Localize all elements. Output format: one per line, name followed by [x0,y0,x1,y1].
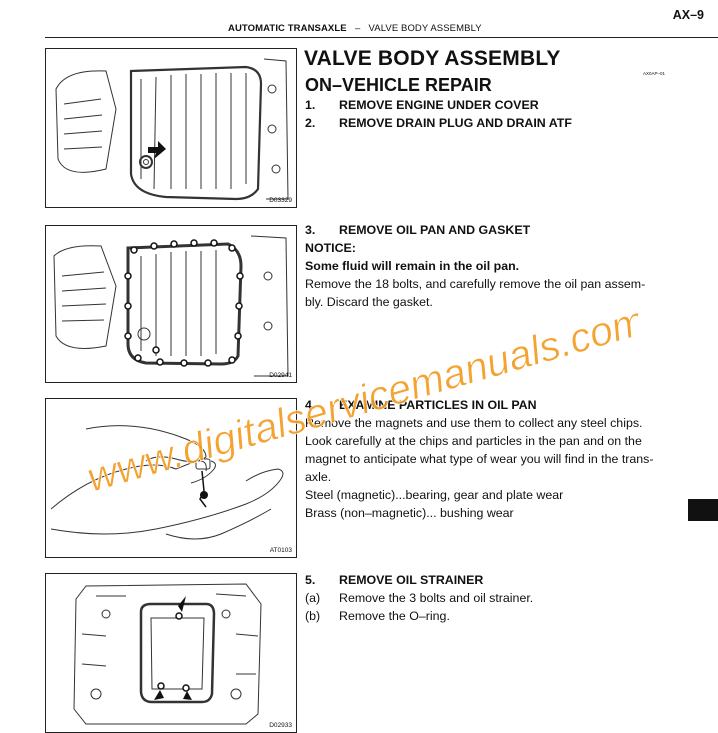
notice-label: NOTICE: [305,241,356,255]
header-section: AUTOMATIC TRANSAXLE [228,23,347,34]
hand-magnet-illustration [50,425,284,540]
notice-text: Some fluid will remain in the oil pan. [305,259,520,273]
step-4: 4.EXAMINE PARTICLES IN OIL PAN [305,398,537,412]
arrow-icon [183,691,192,700]
drain-plug-illustration [55,58,289,201]
step-1: 1.REMOVE ENGINE UNDER COVER [305,98,539,112]
step-4-body: Remove the magnets and use them to colle… [305,416,654,520]
header-rule [45,37,718,38]
step-2: 2.REMOVE DRAIN PLUG AND DRAIN ATF [305,116,572,130]
figure-oil-strainer: D02933 [45,573,297,733]
running-header: AUTOMATIC TRANSAXLE – VALVE BODY ASSEMBL… [228,23,482,34]
step-5: 5.REMOVE OIL STRAINER [305,573,484,587]
reference-code: AX0AP–01 [643,71,666,76]
figure-oil-pan: D02941 [45,225,297,383]
step-3: 3.REMOVE OIL PAN AND GASKET [305,223,531,237]
figure-magnet-hand: AT0103 [45,398,297,558]
oil-strainer-illustration [73,583,262,725]
figure-code: D02933 [269,722,292,729]
figure-code: D03329 [269,197,292,204]
arrow-icon [178,596,186,612]
arrow-icon [154,690,164,700]
step-5-item-a: (a)Remove the 3 bolts and oil strainer. [305,591,534,605]
step-3-body: Remove the 18 bolts, and carefully remov… [305,277,646,309]
section-tab [688,499,718,521]
page-subtitle: ON–VEHICLE REPAIR [305,75,492,95]
figure-code: AT0103 [269,547,292,554]
page-title: VALVE BODY ASSEMBLY [304,47,561,70]
figure-drain-plug: D03329 [45,48,297,208]
header-separator: – [354,23,361,34]
figure-code: D02941 [269,372,292,379]
step-5-item-b: (b)Remove the O–ring. [305,609,450,623]
header-subsection: VALVE BODY ASSEMBLY [368,23,482,34]
oil-pan-illustration [53,235,289,377]
arrow-icon [148,141,166,159]
page-number: AX–9 [672,8,704,22]
